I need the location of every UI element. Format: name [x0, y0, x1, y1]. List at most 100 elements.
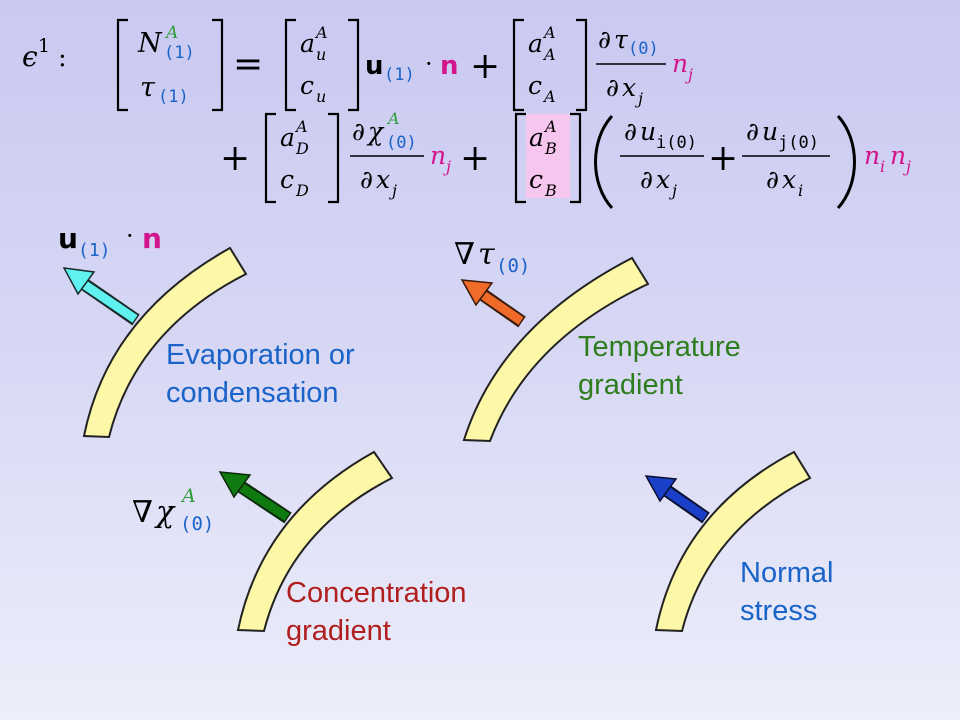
normal-n-j-3: n [890, 141, 906, 170]
order-superscript: 1 [38, 35, 50, 57]
normal-n-i: n [864, 141, 880, 170]
panel-temperature: ∇ τ (0) [454, 237, 650, 443]
equation-line-1: ϵ 1 : N A (1) τ (1) = a A u c u u (1) · … [22, 18, 693, 112]
partial-tau-den-x: x [622, 73, 636, 102]
coef-B-highlight [526, 114, 570, 198]
symbol-n-bold: n [142, 222, 162, 255]
coef-a-B: a [529, 123, 544, 152]
symbol-tau: τ [478, 237, 495, 272]
panel-normal-stress [644, 450, 812, 633]
plus-sign-4: + [708, 138, 738, 179]
arrow-head-temperature [460, 279, 494, 307]
normal-n-i-sub: i [880, 157, 885, 176]
arrow-shaft-evaporation [82, 281, 138, 323]
symbol-dot: · [126, 222, 134, 250]
coef-a-u-sup: A [314, 23, 328, 42]
coef-a-A-sub: A [542, 45, 556, 64]
symbol-nabla-concentration: ∇ [132, 495, 153, 530]
label-evaporation-line2: condensation [166, 377, 339, 409]
lhs-bracket-left [116, 18, 128, 112]
partial-chi-num-sup: A [386, 109, 400, 128]
order-colon: : [58, 43, 67, 73]
arrow-shaft-temperature [480, 291, 524, 325]
label-normal-stress-line2: stress [740, 595, 818, 627]
panel-concentration: ∇ χ A (0) [132, 450, 394, 633]
coef-c-u-sub: u [316, 87, 326, 106]
coef-c-A-sub: A [542, 87, 556, 106]
partial-uj-num-d: ∂ [746, 117, 759, 146]
label-temperature: Temperature gradient [578, 328, 741, 404]
velocity-u-subscript: (1) [384, 65, 415, 85]
normal-n-bold: n [440, 51, 459, 81]
plus-sign-2: + [220, 138, 250, 179]
label-temperature-line2: gradient [578, 369, 683, 401]
lhs-N: N [137, 28, 163, 59]
lhs-bracket-right [212, 18, 224, 112]
interface-curve-temperature [462, 256, 650, 443]
arrow-shaft-normal-stress [664, 487, 708, 521]
symbol-chi-superscript: A [180, 485, 196, 507]
normal-n-j-3-sub: j [903, 157, 911, 176]
dot-product: · [425, 50, 433, 78]
partial-tau-num-d: ∂ [598, 25, 611, 54]
coef-D-bracket-left [264, 112, 276, 204]
arrow-head-normal-stress [644, 475, 678, 503]
interface-curve-normal-stress [654, 450, 812, 633]
coef-A-bracket-right [576, 18, 588, 112]
big-paren-right [836, 114, 856, 210]
interface-curve-concentration [236, 450, 394, 633]
symbol-u-subscript: (1) [78, 240, 111, 261]
partial-ui-den-x: x [656, 165, 670, 194]
plus-sign-3: + [460, 138, 490, 179]
coef-c-D: c [280, 165, 294, 194]
partial-uj-den-d: ∂ [766, 165, 779, 194]
arrow-shaft-concentration [238, 483, 290, 521]
coef-a-u-sub: u [316, 45, 326, 64]
coef-B-bracket-left [514, 112, 526, 204]
label-concentration: Concentration gradient [286, 574, 467, 650]
label-concentration-line1: Concentration [286, 577, 467, 609]
coef-a-D: a [280, 123, 295, 152]
coef-a-D-sub: D [295, 139, 309, 158]
coef-c-B-sub: B [544, 181, 557, 200]
partial-uj-num-sub: j(0) [778, 133, 819, 153]
big-paren-left [594, 114, 614, 210]
equals-sign: = [233, 44, 263, 85]
partial-chi-den-d: ∂ [360, 165, 373, 194]
normal-n-j-1: n [672, 49, 688, 78]
label-temperature-line1: Temperature [578, 331, 741, 363]
partial-tau-num-tau: τ [614, 25, 629, 54]
interface-curve-evaporation [82, 246, 248, 439]
coef-A-bracket-left [512, 18, 524, 112]
partial-tau-den-j: j [635, 89, 643, 108]
label-normal-stress: Normal stress [740, 554, 833, 630]
coef-c-A: c [528, 71, 542, 100]
symbol-chi-subscript: (0) [180, 513, 214, 535]
label-concentration-line2: gradient [286, 615, 391, 647]
coef-a-A-sup: A [542, 23, 556, 42]
lhs-tau-subscript: (1) [158, 87, 189, 107]
label-evaporation-line1: Evaporation or [166, 339, 355, 371]
plus-sign-1: + [470, 46, 500, 87]
lhs-N-subscript: (1) [164, 43, 195, 63]
partial-ui-num-sub: i(0) [656, 133, 697, 153]
normal-n-j-1-sub: j [685, 65, 693, 84]
coef-a-B-sup: A [543, 117, 557, 136]
symbol-chi: χ [154, 495, 176, 530]
lhs-N-superscript: A [164, 23, 178, 43]
partial-uj-den-x: x [782, 165, 796, 194]
coef-c-D-sub: D [295, 181, 309, 200]
partial-ui-den-j: j [669, 181, 677, 200]
panel-evaporation: u (1) · n [58, 222, 248, 439]
coef-a-D-sup: A [294, 117, 308, 136]
partial-uj-num-u: u [762, 117, 778, 146]
partial-chi-num-chi: χ [366, 117, 385, 146]
coef-a-B-sub: B [544, 139, 557, 158]
partial-tau-den-d: ∂ [606, 73, 619, 102]
partial-chi-num-d: ∂ [352, 117, 365, 146]
partial-ui-den-d: ∂ [640, 165, 653, 194]
partial-chi-num-sub: (0) [386, 133, 417, 153]
coef-D-bracket-right [328, 112, 340, 204]
lhs-tau: τ [140, 72, 156, 103]
